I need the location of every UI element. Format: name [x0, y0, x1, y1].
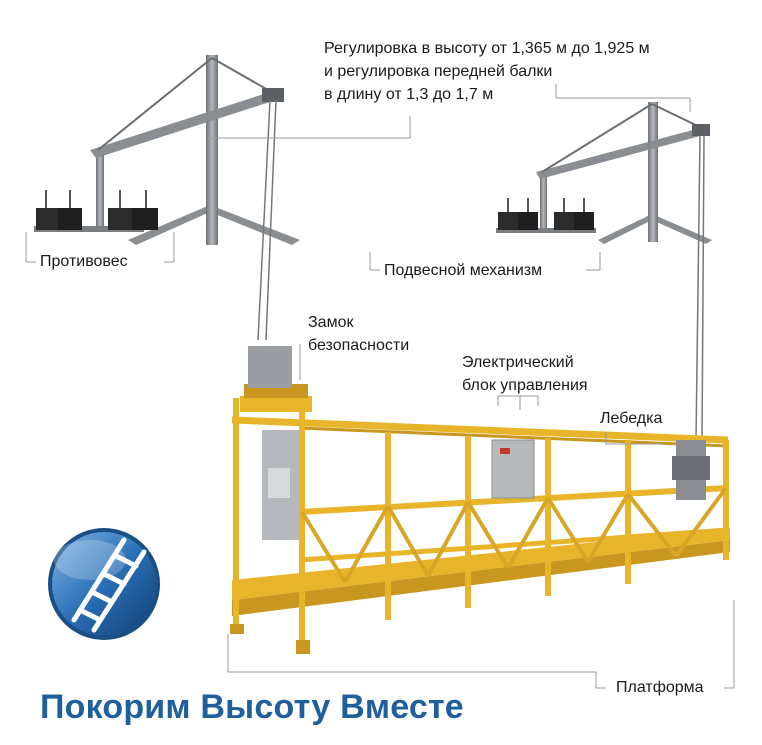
right-wire-rope-2	[701, 135, 705, 441]
leader-counterweight-right	[164, 232, 175, 263]
right-main-mast	[648, 102, 658, 242]
right-pulley-head	[692, 124, 710, 136]
right-counterweights	[498, 198, 594, 230]
suspension-mechanism-label: Подвесной механизм	[384, 262, 543, 279]
winch-label: Лебедка	[600, 410, 663, 427]
platform-lower-rail	[299, 527, 729, 563]
leader-height-left	[208, 116, 411, 139]
right-beam	[536, 128, 704, 179]
leader-lines	[25, 84, 735, 689]
platform-assembly	[230, 346, 730, 654]
leader-platform-right	[724, 600, 735, 689]
safety-lock-device	[248, 346, 292, 388]
platform-label: Платформа	[616, 679, 704, 696]
left-main-mast	[206, 55, 218, 245]
right-rear-mast	[540, 172, 547, 230]
leader-winch	[605, 432, 666, 445]
left-pulley-head	[262, 88, 284, 102]
left-stirrup-top	[240, 396, 312, 412]
left-counterweights	[36, 190, 158, 230]
ladder-logo-icon	[48, 528, 160, 640]
platform-posts	[233, 398, 729, 650]
platform-top-rail	[231, 416, 729, 444]
height-adjust-label-line1: Регулировка в высоту от 1,365 м до 1,925…	[324, 40, 650, 57]
height-adjust-label-line2: и регулировка передней балки	[324, 63, 553, 80]
control-box-label-line1: Электрический	[462, 354, 574, 371]
leader-suspension-right	[586, 252, 601, 271]
control-box-label-line2: блок управления	[462, 377, 588, 394]
leader-counterweight-left	[25, 232, 36, 263]
safety-lock-label-line1: Замок	[308, 314, 354, 331]
leader-platform-left	[227, 634, 606, 689]
headline-slogan: Покорим Высоту Вместе	[40, 688, 464, 726]
left-tie-rod-rear	[97, 57, 213, 151]
platform-mid-rail	[299, 485, 729, 515]
left-suspension-mechanism	[34, 55, 300, 341]
control-box	[491, 439, 535, 499]
safety-lock-label-line2: безопасности	[308, 337, 410, 354]
left-wire-rope-2	[265, 99, 277, 341]
left-beam	[90, 92, 276, 158]
platform-bracing	[300, 486, 728, 584]
leader-suspension-left	[369, 252, 380, 271]
height-adjust-label-line3: в длину от 1,3 до 1,7 м	[324, 86, 494, 103]
counterweight-label: Противовес	[40, 253, 128, 270]
platform-floor	[232, 540, 730, 616]
leader-height-right	[555, 84, 691, 112]
right-wire-rope-1	[695, 135, 701, 441]
leader-control-box	[497, 395, 539, 410]
platform-floor-top	[232, 528, 730, 600]
right-suspension-mechanism	[496, 102, 712, 441]
left-rear-foot	[34, 226, 144, 232]
left-rear-mast	[96, 150, 104, 230]
left-wire-rope-1	[257, 99, 271, 341]
right-tie-rod-rear	[541, 103, 653, 173]
right-rear-foot	[496, 228, 596, 233]
